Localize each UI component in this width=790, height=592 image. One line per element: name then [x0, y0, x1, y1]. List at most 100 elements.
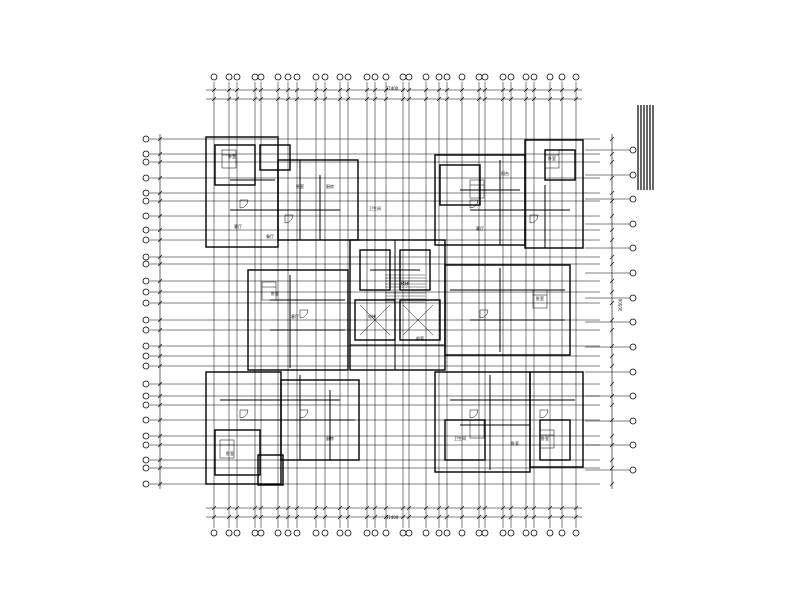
room-label: 楼梯 — [401, 280, 409, 286]
dimension-tick — [275, 87, 281, 93]
grid-bubble-bottom — [546, 529, 554, 537]
dimension-tick — [345, 514, 351, 520]
grid-bubble-bottom — [225, 529, 233, 537]
dimension-tick — [609, 317, 615, 323]
dimension-tick — [294, 505, 300, 511]
room-label: 客厅 — [234, 223, 242, 229]
dimension-tick — [211, 514, 217, 520]
dimension-tick — [157, 151, 163, 157]
door-swing — [299, 309, 309, 319]
grid-bubble-left — [142, 326, 150, 334]
grid-bubble-left — [142, 464, 150, 472]
dimension-tick — [609, 136, 615, 142]
grid-bubble-top — [293, 73, 301, 81]
dimension-tick — [252, 96, 258, 102]
dimension-tick — [609, 327, 615, 333]
dimension-tick — [406, 505, 412, 511]
dimension-tick — [459, 96, 465, 102]
dimension-tick — [609, 151, 615, 157]
dimension-tick — [444, 514, 450, 520]
dimension-tick — [364, 514, 370, 520]
dimension-tick — [482, 96, 488, 102]
dimension-tick — [157, 417, 163, 423]
dimension-tick — [423, 505, 429, 511]
grid-bubble-right — [629, 343, 637, 351]
dimension-tick — [523, 87, 529, 93]
dimension-tick — [476, 87, 482, 93]
dimension-tick — [234, 96, 240, 102]
grid-bubble-right — [629, 318, 637, 326]
grid-bubble-bottom — [558, 529, 566, 537]
dimension-tick — [383, 514, 389, 520]
grid-bubble-top — [382, 73, 390, 81]
grid-bubble-bottom — [507, 529, 515, 537]
dimension-tick — [482, 505, 488, 511]
wall-outline — [524, 139, 584, 249]
dimension-tick — [226, 87, 232, 93]
elevator-cross — [359, 304, 391, 336]
room-label: 电梯 — [368, 313, 376, 319]
dimension-tick — [372, 514, 378, 520]
wall-outline — [205, 136, 279, 248]
grid-bubble-left — [142, 197, 150, 205]
dimension-tick — [609, 465, 615, 471]
dimension-tick — [157, 317, 163, 323]
grid-bubble-right — [629, 244, 637, 252]
grid-bubble-top — [572, 73, 580, 81]
grid-bubble-top — [257, 73, 265, 81]
door-swing — [239, 409, 249, 419]
dimension-tick — [157, 465, 163, 471]
grid-bubble-top — [458, 73, 466, 81]
dimension-tick — [609, 442, 615, 448]
grid-bubble-right — [629, 392, 637, 400]
dimension-tick — [476, 514, 482, 520]
wall-outline — [247, 269, 349, 371]
grid-bubble-bottom — [336, 529, 344, 537]
grid-bubble-left — [142, 352, 150, 360]
dimension-tick — [275, 505, 281, 511]
dimension-tick — [436, 96, 442, 102]
dimension-tick — [547, 514, 553, 520]
dimension-tick — [211, 87, 217, 93]
grid-bubble-right — [629, 195, 637, 203]
grid-bubble-bottom — [499, 529, 507, 537]
dimension-tick — [157, 457, 163, 463]
dimension-tick — [609, 381, 615, 387]
dimension-tick — [285, 514, 291, 520]
grid-bubble-left — [142, 277, 150, 285]
dimension-tick — [275, 514, 281, 520]
door-swing — [529, 214, 539, 224]
dimension-tick — [157, 300, 163, 306]
grid-bubble-top — [435, 73, 443, 81]
grid-bubble-left — [142, 316, 150, 324]
bed-symbol — [221, 149, 237, 169]
dimension-tick — [285, 505, 291, 511]
dimension-tick — [157, 159, 163, 165]
grid-bubble-left — [142, 212, 150, 220]
dimension-tick — [531, 87, 537, 93]
grid-bubble-top — [475, 73, 483, 81]
grid-bubble-top — [336, 73, 344, 81]
dimension-tick — [383, 505, 389, 511]
dimension-tick — [252, 505, 258, 511]
room-label: 餐厅 — [266, 233, 274, 239]
grid-bubble-left — [142, 401, 150, 409]
dimension-tick — [406, 87, 412, 93]
grid-bubble-right — [629, 220, 637, 228]
door-swing — [469, 409, 479, 419]
grid-bubble-left — [142, 174, 150, 182]
grid-bubble-bottom — [274, 529, 282, 537]
wall-outline — [259, 144, 291, 171]
side-notes — [637, 105, 654, 190]
dimension-tick — [609, 213, 615, 219]
grid-bubble-bottom — [405, 529, 413, 537]
grid-bubble-top — [251, 73, 259, 81]
dimension-tick — [609, 289, 615, 295]
grid-bubble-top — [481, 73, 489, 81]
dimension-tick — [157, 402, 163, 408]
grid-bubble-top — [363, 73, 371, 81]
grid-bubble-left — [142, 189, 150, 197]
dimension-tick — [252, 87, 258, 93]
dimension-tick — [157, 393, 163, 399]
bed-symbol — [469, 179, 485, 199]
